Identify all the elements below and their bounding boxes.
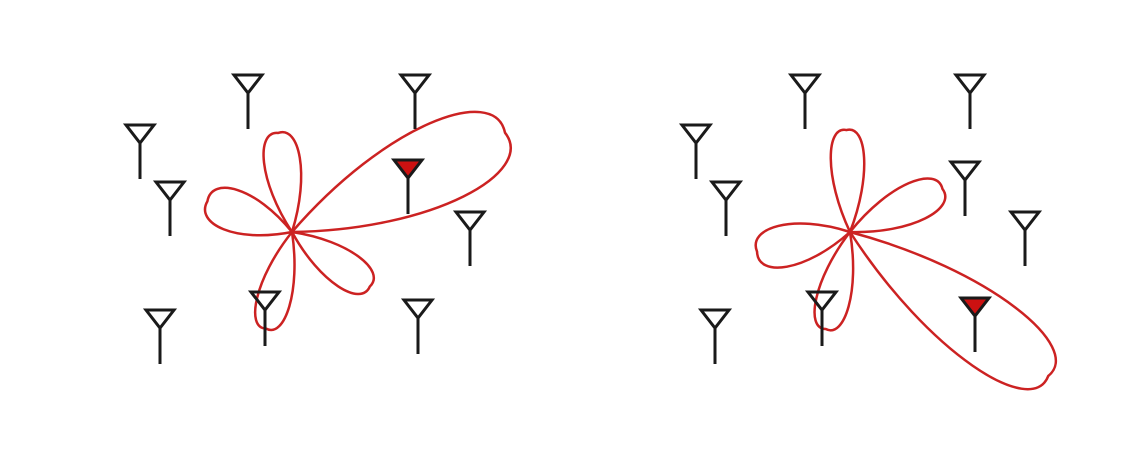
antenna-head	[1007, 210, 1043, 233]
antenna-head	[697, 308, 733, 331]
antenna-icon	[397, 73, 433, 129]
side-lobe	[829, 128, 866, 234]
antenna-icon	[708, 180, 744, 236]
antenna-head	[804, 290, 840, 313]
antenna-icon	[957, 296, 993, 352]
antenna-icon	[787, 73, 823, 129]
side-lobe	[290, 230, 376, 296]
radiation-pattern-icon	[754, 128, 1057, 391]
main-lobe	[848, 230, 1057, 391]
side-lobe	[754, 222, 852, 269]
antenna-icon	[400, 298, 436, 354]
antenna-icon	[390, 158, 426, 214]
antenna-head	[152, 180, 188, 203]
antenna-head	[397, 73, 433, 96]
antenna-icon	[1007, 210, 1043, 266]
main-lobe	[290, 110, 512, 234]
antenna-icon	[678, 123, 714, 179]
antenna-icon	[952, 73, 988, 129]
side-lobe	[262, 130, 303, 234]
left-panel	[122, 73, 512, 364]
side-lobe	[813, 230, 855, 332]
antenna-icon	[142, 308, 178, 364]
antenna-head	[452, 210, 488, 233]
antenna-icon	[452, 210, 488, 266]
side-lobe	[204, 186, 294, 237]
antenna-icon	[247, 290, 283, 346]
antenna-icon	[947, 160, 983, 216]
antenna-head	[952, 73, 988, 96]
antenna-head	[230, 73, 266, 96]
active-antenna-head	[390, 158, 426, 181]
antenna-icon	[697, 308, 733, 364]
antenna-head	[122, 123, 158, 146]
antenna-head	[708, 180, 744, 203]
antenna-head	[142, 308, 178, 331]
right-panel	[678, 73, 1057, 391]
side-lobe	[253, 230, 296, 332]
antenna-head	[678, 123, 714, 146]
antenna-icon	[230, 73, 266, 129]
antenna-head	[947, 160, 983, 183]
antenna-icon	[122, 123, 158, 179]
antenna-icon	[804, 290, 840, 346]
side-lobe	[848, 177, 947, 234]
active-antenna-head	[957, 296, 993, 319]
antenna-icon	[152, 180, 188, 236]
antenna-head	[787, 73, 823, 96]
antenna-head	[400, 298, 436, 321]
antenna-head	[247, 290, 283, 313]
